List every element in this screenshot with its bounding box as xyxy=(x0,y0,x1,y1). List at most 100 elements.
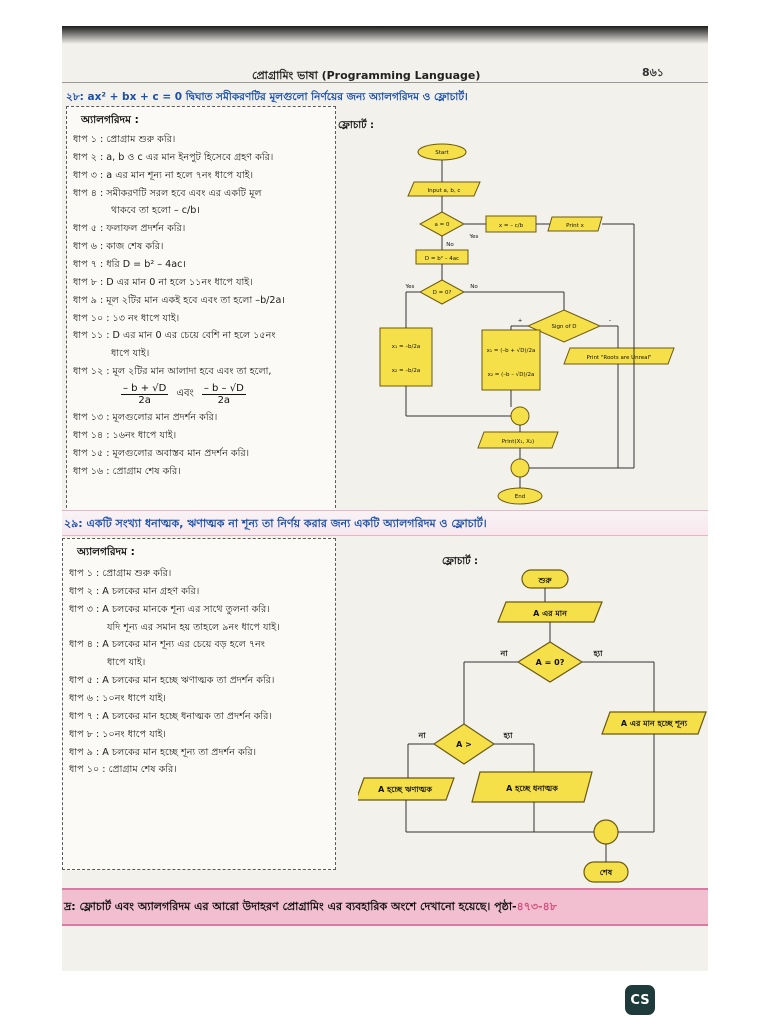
book-page: প্রোগ্রামিং ভাষা (Programming Language) … xyxy=(62,26,708,971)
fc1-print-x12-node xyxy=(477,431,559,449)
algo1-step-15: ধাপ ১৫ : মূলগুলোর অবাস্তব মান প্রদর্শন ক… xyxy=(73,447,250,459)
header-divider xyxy=(62,82,708,83)
algorithm-title-1: অ্যালগরিদম : xyxy=(81,114,139,126)
algo1-step-7: ধাপ ৭ : ধরি D = b² – 4ac। xyxy=(73,259,186,271)
algo1-step-13: ধাপ ১৩ : মূলগুলোর মান প্রদর্শন করি। xyxy=(73,412,218,424)
fc2-no-label-2: না xyxy=(417,731,426,740)
page-top-shadow xyxy=(62,26,708,44)
algo1-step-2: ধাপ ২ : a, b ও c এর মান ইনপুট হিসেবে গ্র… xyxy=(73,151,274,163)
question-2-band xyxy=(62,510,708,536)
fc2-zero-output-node xyxy=(601,711,707,735)
algo1-step-6: ধাপ ৬ : কাজ শেষ করি। xyxy=(73,241,164,253)
fc1-print-unreal-text: Print "Roots are Unreal" xyxy=(586,355,651,361)
footer-note-text: দ্র: ফ্লোচার্ট এবং অ্যালগরিদম এর আরো উদা… xyxy=(64,900,517,913)
fc1-connector-2 xyxy=(510,458,530,478)
fc2-zero-output-text: A এর মান হচ্ছে শূন্য xyxy=(621,719,688,729)
root-fraction-2: – b – √D 2a xyxy=(201,383,246,407)
fc2-yes-label-2: হ্যা xyxy=(503,731,514,740)
algo1-step-5: ধাপ ৫ : ফলাফল প্রদর্শন করি। xyxy=(73,223,186,235)
fc1-connector-1 xyxy=(510,406,530,426)
fc2-neg-output-node xyxy=(358,777,455,801)
fc1-equal-root-1: x₁ = –b/2a xyxy=(392,344,421,350)
fc1-d-zero-text: D = 0? xyxy=(433,290,452,296)
algo1-step-16: ধাপ ১৬ : প্রোগ্রাম শেষ করি। xyxy=(73,465,181,477)
fc1-distinct-root-1: x₁ = (–b + √D)/2a xyxy=(487,347,536,354)
fc1-sign-d-text: Sign of D xyxy=(551,324,576,330)
algo1-step-11-cont: ধাপে যাই। xyxy=(111,348,150,360)
fc2-no-label-1: না xyxy=(499,649,508,658)
algo1-step-14: ধাপ ১৪ : ১৬নং ধাপে যাই। xyxy=(73,429,177,441)
algo1-step-1: ধাপ ১ : প্রোগ্রাম শুরু করি। xyxy=(73,134,176,145)
algorithm-steps-1: ধাপ ১ : প্রোগ্রাম শুরু করি। ধাপ ২ : a, b… xyxy=(73,133,331,482)
algo1-step-10: ধাপ ১০ : ১৩ নং ধাপে যাই। xyxy=(73,312,180,324)
fc1-distinct-root-2: x₂ = (–b – √D)/2a xyxy=(488,371,535,378)
algorithm-steps-2: ধাপ ১ : প্রোগ্রাম শুরু করি। ধাপ ২ : A চল… xyxy=(69,567,327,781)
fc1-input-node xyxy=(407,181,481,197)
algo1-step-11: ধাপ ১১ : D এর মান 0 এর চেয়ে বেশি না হলে… xyxy=(73,330,276,342)
fc1-no-label-1: No xyxy=(446,242,454,248)
footer-note: দ্র: ফ্লোচার্ট এবং অ্যালগরিদম এর আরো উদা… xyxy=(64,898,557,917)
flowchart-2: শুরু A এর মান A = 0? না হ্যা A এর মান হচ… xyxy=(358,569,707,883)
algo2-step-1: ধাপ ১ : প্রোগ্রাম শুরু করি। xyxy=(69,568,172,579)
fc2-connector xyxy=(593,819,619,845)
formula-and: এবং xyxy=(176,388,194,400)
fc1-equal-roots-node xyxy=(379,327,433,387)
fc2-neg-output-text: A হচ্ছে ঋণাত্মক xyxy=(378,785,432,794)
fc1-end-text: End xyxy=(515,494,525,500)
fc2-pos-output-text: A হচ্ছে ধনাত্মক xyxy=(506,784,558,793)
algo2-step-3-cont: যদি শূন্য এর সমান হয় তাহলে ৯নং ধাপে যাই… xyxy=(107,621,280,633)
camscanner-logo: CS xyxy=(625,985,655,1015)
algo2-step-5: ধাপ ৫ : A চলকের মান হচ্ছে ঋণাত্মক তা প্র… xyxy=(69,675,275,687)
fc1-d-eq-text: D = b² – 4ac xyxy=(425,255,459,262)
fc2-a-zero-text: A = 0? xyxy=(536,658,565,667)
fc1-print-x12-text: Print(X₁, X₂) xyxy=(502,439,534,445)
fc1-start-text: Start xyxy=(435,150,449,156)
fc2-yes-label-1: হ্যা xyxy=(593,649,604,658)
fc2-a-zero-decision xyxy=(516,641,584,683)
question-2-heading: ২৯: একটি সংখ্যা ধনাত্মক, ঋণাত্মক না শূন্… xyxy=(64,517,487,530)
algorithm-box-2: অ্যালগরিদম : ধাপ ১ : প্রোগ্রাম শুরু করি।… xyxy=(62,538,336,870)
fc1-equal-root-2: x₂ = –b/2a xyxy=(392,368,421,374)
fc1-a-zero-text: a = 0 xyxy=(435,222,450,228)
fc2-start-text: শুরু xyxy=(537,576,552,585)
flowchart-label-2: ফ্লোচার্ট : xyxy=(442,556,479,567)
algo1-step-4-cont: থাকবে তা হলো – c/b। xyxy=(111,205,200,217)
algorithm-box-1: অ্যালগরিদম : ধাপ ১ : প্রোগ্রাম শুরু করি।… xyxy=(66,106,336,528)
fc1-yes-label-1: Yes xyxy=(469,234,479,240)
algo2-step-4-cont: ধাপে যাই। xyxy=(107,657,146,669)
roots-formula: – b + √D 2a এবং – b – √D 2a xyxy=(73,383,331,406)
algo2-step-6: ধাপ ৬ : ১০নং ধাপে যাই। xyxy=(69,693,166,705)
algo2-step-7: ধাপ ৭ : A চলকের মান হচ্ছে ধনাত্মক তা প্র… xyxy=(69,710,272,722)
flowchart-label-1: ফ্লোচার্ট : xyxy=(338,120,375,131)
page-number: 8৬১ xyxy=(642,66,664,79)
fc1-distinct-roots-node xyxy=(481,329,541,391)
fc1-print-unreal-node xyxy=(563,347,675,365)
algo1-step-12: ধাপ ১২ : মূল ২টির মান আলাদা হবে এবং তা হ… xyxy=(73,366,272,378)
algo2-step-3: ধাপ ৩ : A চলকের মানকে শূন্য এর সাথে তুলন… xyxy=(69,603,270,615)
fc2-input-text: A এর মান xyxy=(533,609,568,618)
fc1-print-x-text: Print x xyxy=(566,223,584,229)
fc1-yes-label-2: Yes xyxy=(405,284,415,290)
algo2-step-2: ধাপ ২ : A চলকের মান গ্রহণ করি। xyxy=(69,585,200,597)
fc2-a-gt-text: A > xyxy=(456,740,472,749)
root-fraction-1: – b + √D 2a xyxy=(121,383,169,407)
algo1-step-4: ধাপ ৪ : সমীকরণটি সরল হবে এবং এর একটি মূল xyxy=(73,187,262,199)
fc1-minus-label: – xyxy=(609,318,612,324)
algorithm-title-2: অ্যালগরিদম : xyxy=(77,546,135,558)
fc1-no-label-2: No xyxy=(470,284,478,290)
fc1-print-x-node xyxy=(547,216,603,232)
flowchart-1: Start Input a, b, c a = 0 x = – c/b Prin… xyxy=(379,143,675,505)
fc1-input-text: Input a, b, c xyxy=(428,188,461,194)
fc1-plus-label: + xyxy=(518,318,523,324)
fc2-a-gt-decision xyxy=(432,723,496,765)
fc2-input-node xyxy=(497,601,603,623)
fc1-sign-d-decision xyxy=(526,309,602,343)
algo1-step-9: ধাপ ৯ : মূল ২টির মান একই হবে এবং তা হলো … xyxy=(73,294,286,306)
fc1-x-eq-text: x = – c/b xyxy=(499,223,524,229)
footer-note-band xyxy=(62,888,708,926)
footer-note-pages: ৪৭৩-৪৮ xyxy=(516,900,557,913)
algo2-step-10: ধাপ ১০ : প্রোগ্রাম শেষ করি। xyxy=(69,764,177,776)
fc2-pos-output-node xyxy=(471,771,593,803)
algo1-step-3: ধাপ ৩ : a এর মান শূন্য না হলে ৭নং ধাপে য… xyxy=(73,169,254,181)
fc1-d-zero-decision xyxy=(418,279,466,305)
